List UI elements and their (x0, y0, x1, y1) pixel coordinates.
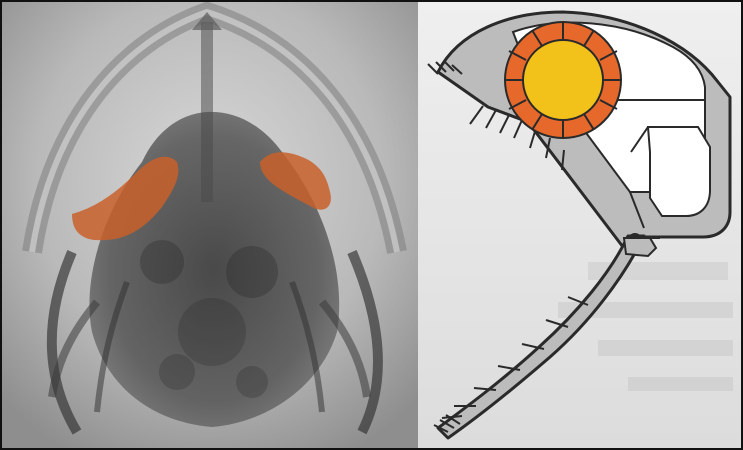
fossil-photo (2, 2, 418, 448)
reconstruction-panel (418, 2, 741, 448)
reconstruction-diagram (418, 2, 741, 448)
orange-ring (505, 22, 621, 138)
fossil-photo-panel (2, 2, 418, 448)
yellow-center (523, 40, 603, 120)
